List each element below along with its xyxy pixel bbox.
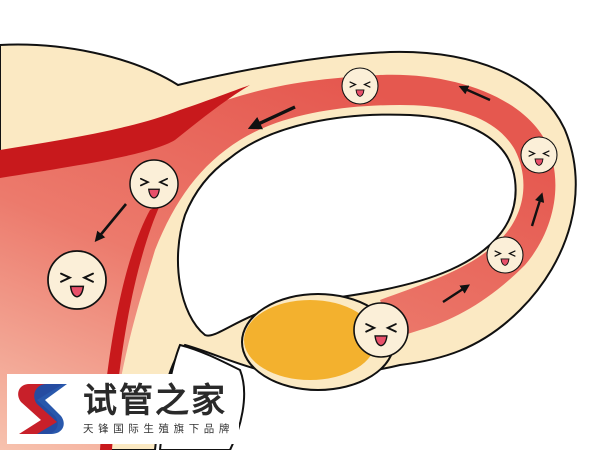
arrow-up-right [442,284,471,304]
arrow-up [530,192,545,227]
watermark-logo: 试管之家 天锋国际生殖旗下品牌 [7,374,239,444]
embryo-uterine-cavity [46,249,108,311]
embryo-tube-bend [520,136,558,174]
s-logo-icon [18,384,67,434]
embryo-uterine-entrance [129,159,179,209]
arrow-up-left [458,85,491,102]
uterine-wall-stripe [0,85,250,178]
arrow-down-left [94,203,128,243]
embryo-near-ovary [353,302,409,358]
watermark-subtitle: 天锋国际生殖旗下品牌 [83,423,234,435]
tube-loop-interior [176,113,517,337]
embryo-top-tube [341,67,379,105]
embryo-lower-tube [486,236,524,274]
arrow-left [247,105,296,130]
watermark-title: 试管之家 [83,381,227,421]
ovary-yolk [244,300,376,380]
